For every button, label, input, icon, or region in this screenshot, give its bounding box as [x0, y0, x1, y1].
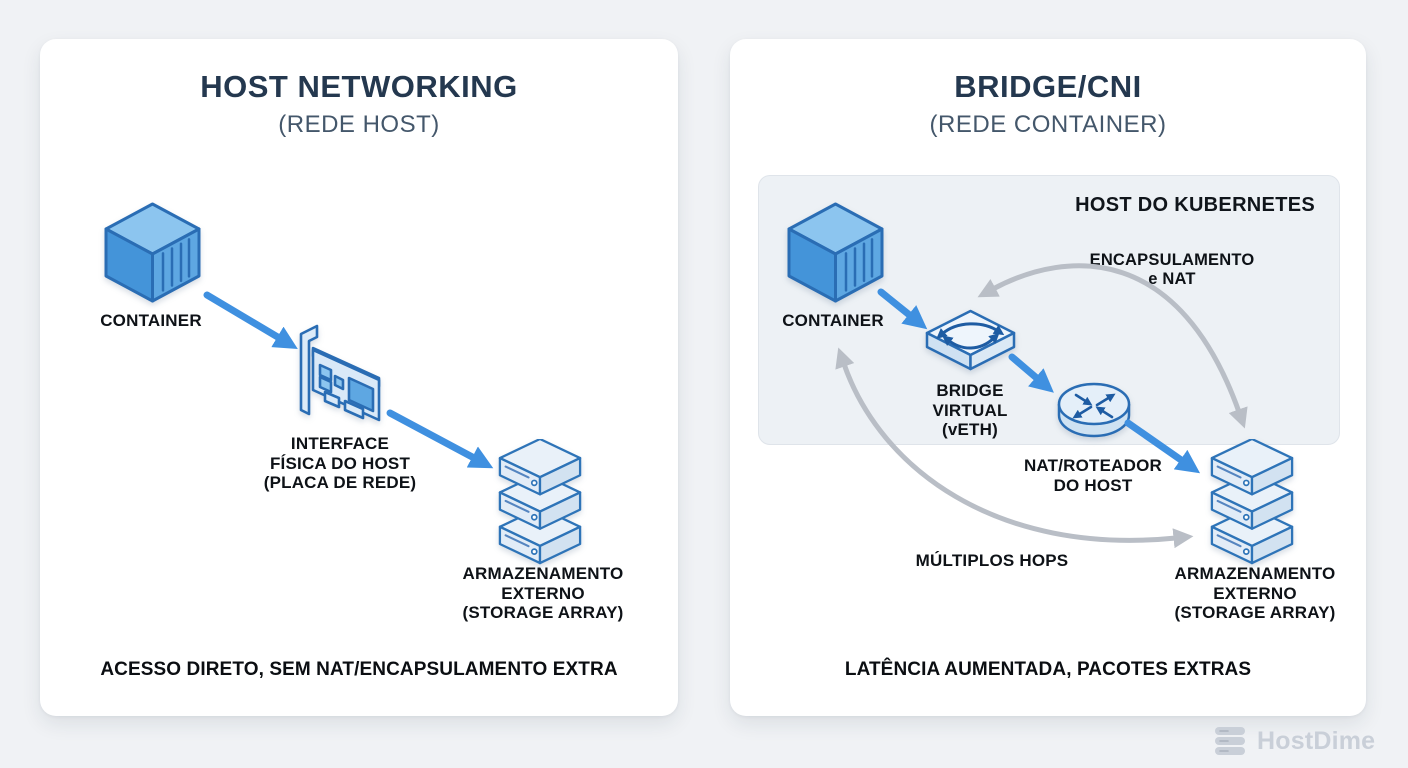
- right-footer-note: LATÊNCIA AUMENTADA, PACOTES EXTRAS: [844, 659, 1252, 680]
- router-icon: [1056, 380, 1132, 445]
- container-label: CONTAINER: [782, 311, 884, 330]
- container-icon: [100, 200, 205, 310]
- nat-router-label: NAT/ROTEADOR DO HOST: [1023, 456, 1163, 495]
- encapsulation-label: ENCAPSULAMENTO e NAT: [1089, 251, 1255, 288]
- multiple-hops-label: MÚLTIPLOS HOPS: [915, 551, 1069, 570]
- interface-label: INTERFACE FÍSICA DO HOST (PLACA DE REDE): [263, 434, 417, 493]
- panel-host-networking: HOST NETWORKING (REDE HOST) CONTAINER: [40, 39, 678, 716]
- container-label: CONTAINER: [100, 311, 202, 330]
- hostdime-logo-text: HostDime: [1257, 726, 1376, 755]
- page-title: BRIDGE/CNI: [954, 69, 1142, 104]
- host-box-title: HOST DO KUBERNETES: [1075, 194, 1315, 216]
- storage-label: ARMAZENAMENTO EXTERNO (STORAGE ARRAY): [462, 564, 624, 623]
- left-footer-note: ACESSO DIRETO, SEM NAT/ENCAPSULAMENTO EX…: [100, 659, 618, 680]
- container-icon: [783, 200, 888, 310]
- page-title: HOST NETWORKING: [200, 69, 518, 104]
- panel-bridge-cni: BRIDGE/CNI (REDE CONTAINER) HOST DO KUBE…: [730, 39, 1366, 716]
- bridge-label: BRIDGE VIRTUAL (vETH): [932, 381, 1008, 440]
- hostdime-logo: HostDime: [1212, 726, 1375, 756]
- storage-array-icon: [496, 437, 584, 570]
- storage-label: ARMAZENAMENTO EXTERNO (STORAGE ARRAY): [1174, 564, 1336, 623]
- hostdime-stack-icon: [1215, 727, 1245, 755]
- network-card-icon: [291, 320, 391, 435]
- virtual-bridge-icon: [923, 308, 1018, 388]
- storage-array-icon: [1208, 437, 1296, 570]
- page-subtitle: (REDE HOST): [278, 111, 440, 138]
- page-subtitle: (REDE CONTAINER): [929, 111, 1167, 138]
